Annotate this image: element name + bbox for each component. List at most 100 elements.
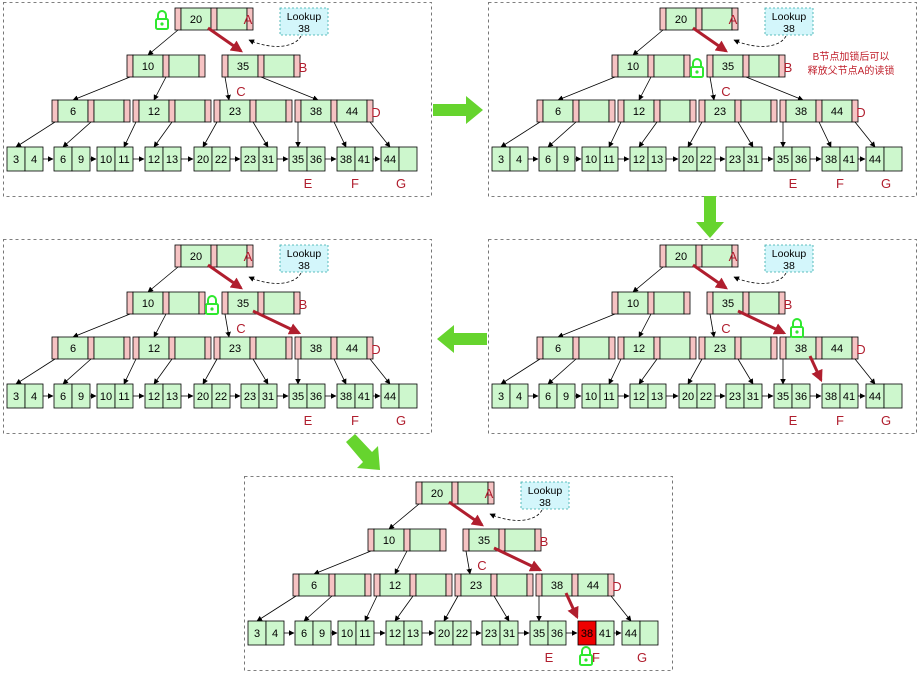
leaf-key: 3 [498, 391, 504, 403]
flow-arrow-right [433, 96, 483, 124]
node-pointer [213, 99, 221, 123]
node-key: 23 [714, 343, 726, 355]
leaf-key: 23 [244, 154, 256, 166]
tree-edge [153, 358, 173, 385]
leaf-key: 9 [319, 628, 325, 640]
tree-edge [369, 358, 391, 385]
tree-edge [493, 595, 510, 622]
node-pointer [695, 7, 703, 31]
node-pointer [294, 99, 302, 123]
node-pointer [689, 336, 697, 360]
node-pointer [123, 336, 131, 360]
tree-edge [709, 313, 716, 338]
leaf-key: 20 [682, 154, 694, 166]
leaf-key: 20 [197, 391, 209, 403]
leaf-key-cell [398, 383, 418, 409]
tree-edge [15, 121, 56, 148]
node-pointer [742, 54, 750, 78]
node-pointer [330, 99, 338, 123]
node-key-cell [740, 336, 772, 360]
leaf-key: 4 [31, 391, 37, 403]
node-key-cell [168, 291, 200, 315]
leaf-node: 44 [380, 383, 418, 409]
leaf-key: 22 [700, 391, 712, 403]
leaf-key: 41 [843, 391, 855, 403]
node-pointer [498, 528, 506, 552]
leaf-key-cell [639, 620, 659, 646]
node-key: 23 [470, 580, 482, 592]
tree-edge [202, 121, 218, 148]
node-key: 44 [831, 106, 843, 118]
tree-edge [252, 121, 269, 148]
node-pointer [249, 336, 257, 360]
node-pointer [659, 244, 667, 268]
node-pointer [731, 7, 739, 31]
node-pointer [462, 528, 470, 552]
label-A: A [485, 486, 494, 501]
leaf-key: 22 [456, 628, 468, 640]
leaf-key: 35 [777, 154, 789, 166]
node-key-cell [653, 54, 685, 78]
leaf-key: 35 [533, 628, 545, 640]
leaf-key: 10 [100, 391, 112, 403]
search-path-arrow [737, 309, 787, 335]
node-key-cell [457, 481, 489, 505]
node-C: 23 [213, 336, 293, 360]
node-pointer [851, 99, 859, 123]
tree-edge [557, 313, 616, 338]
node-pointer [706, 291, 714, 315]
node-pointer [698, 99, 706, 123]
node-key-cell [578, 336, 610, 360]
node-pointer [770, 336, 778, 360]
node-key-cell [578, 99, 610, 123]
tree-edge [394, 550, 408, 575]
label-F: F [351, 176, 359, 191]
leaf-key: 44 [384, 391, 396, 403]
node-10: 10 [611, 291, 691, 315]
leaf-key: 20 [197, 154, 209, 166]
leaf-key: 23 [244, 391, 256, 403]
tree-edge [252, 358, 269, 385]
lock-icon [790, 318, 804, 338]
node-key: 44 [587, 580, 599, 592]
node-pointer [367, 528, 375, 552]
leaf-key: 23 [729, 391, 741, 403]
tree-edge [123, 121, 137, 148]
node-key-cell [653, 291, 685, 315]
leaf-key: 22 [215, 154, 227, 166]
note-line-2: 释放父节点A的读锁 [808, 64, 895, 77]
label-B: B [299, 60, 308, 75]
node-key: 23 [714, 106, 726, 118]
node-12: 12 [132, 336, 212, 360]
lookup-value: 38 [539, 497, 551, 509]
leaf-key: 13 [166, 154, 178, 166]
node-key-cell [174, 336, 206, 360]
node-key-cell [659, 336, 691, 360]
leaf-key: 11 [603, 391, 614, 403]
leaf-node: 44 [865, 383, 903, 409]
node-pointer [132, 336, 140, 360]
label-C: C [477, 558, 486, 573]
node-key-cell [216, 244, 248, 268]
lookup-label: Lookup [772, 11, 807, 23]
tree-edge [147, 266, 179, 293]
node-pointer [608, 99, 616, 123]
leaf-key: 6 [545, 391, 551, 403]
node-key: 10 [627, 298, 639, 310]
node-6: 6 [536, 336, 616, 360]
node-pointer [572, 336, 580, 360]
lookup-pointer [489, 509, 543, 521]
node-pointer [403, 528, 411, 552]
